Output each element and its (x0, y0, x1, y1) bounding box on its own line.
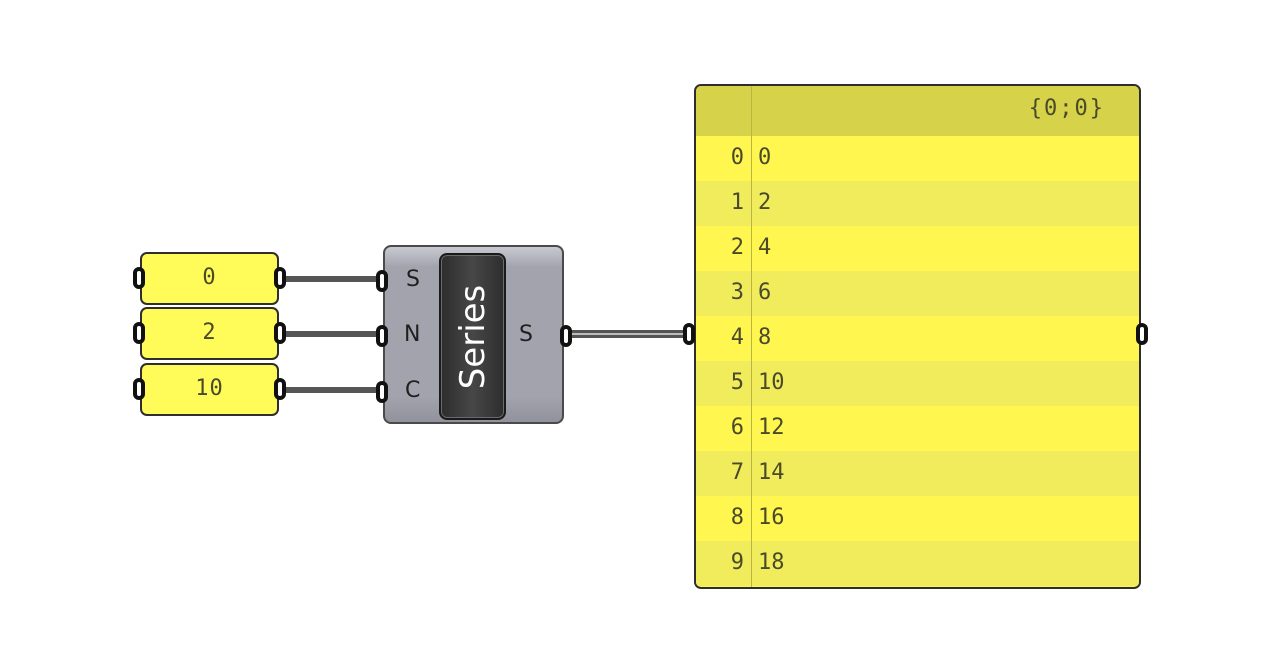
list-item: 4 8 (696, 316, 1139, 361)
output-grip[interactable] (274, 267, 286, 289)
output-grip[interactable] (274, 378, 286, 400)
panel-value: 2 (202, 320, 217, 345)
series-component[interactable]: S N C Series S (376, 245, 572, 424)
row-index: 3 (730, 280, 744, 305)
row-index: 9 (730, 550, 744, 575)
row-index: 7 (730, 460, 744, 485)
input-grip-step[interactable] (376, 325, 388, 347)
component-title-box: Series (439, 253, 506, 420)
list-item: 7 14 (696, 451, 1139, 496)
index-divider (751, 86, 752, 587)
row-index: 5 (730, 370, 744, 395)
input-grip-start[interactable] (376, 270, 388, 292)
number-panel-step[interactable]: 2 (133, 307, 286, 360)
list-item: 6 12 (696, 406, 1139, 451)
input-grip[interactable] (133, 322, 145, 344)
list-item: 1 2 (696, 181, 1139, 226)
port-label-step: N (404, 322, 421, 347)
row-value: 10 (758, 370, 785, 395)
panel-value: 10 (195, 376, 224, 401)
row-value: 4 (758, 235, 772, 260)
input-grip[interactable] (133, 267, 145, 289)
row-value: 2 (758, 190, 772, 215)
row-value: 12 (758, 415, 785, 440)
panel-output-grip[interactable] (1136, 323, 1148, 345)
list-item: 5 10 (696, 361, 1139, 406)
list-item: 0 0 (696, 136, 1139, 181)
output-grip[interactable] (274, 322, 286, 344)
input-grip-count[interactable] (376, 381, 388, 403)
branch-path: {0;0} (1028, 96, 1105, 121)
list-item: 8 16 (696, 496, 1139, 541)
panel-input-grip[interactable] (683, 323, 695, 345)
row-index: 2 (730, 235, 744, 260)
row-value: 8 (758, 325, 772, 350)
panel-value: 0 (202, 265, 217, 290)
list-item: 2 4 (696, 226, 1139, 271)
list-item: 3 6 (696, 271, 1139, 316)
port-label-output: S (519, 322, 533, 347)
output-grip-series[interactable] (560, 325, 572, 347)
input-grip[interactable] (133, 378, 145, 400)
output-panel[interactable]: {0;0} 0 0 1 2 2 4 3 6 4 8 (694, 84, 1141, 589)
component-title: Series (452, 284, 493, 389)
port-label-count: C (405, 378, 421, 403)
row-index: 6 (730, 415, 744, 440)
row-index: 4 (730, 325, 744, 350)
panel-header: {0;0} (696, 86, 1139, 136)
row-index: 0 (730, 145, 744, 170)
row-value: 6 (758, 280, 772, 305)
row-index: 8 (730, 505, 744, 530)
row-value: 18 (758, 550, 785, 575)
row-value: 14 (758, 460, 785, 485)
number-panel-start[interactable]: 0 (133, 252, 286, 305)
list-item: 9 18 (696, 541, 1139, 586)
port-label-start: S (406, 267, 420, 292)
row-value: 0 (758, 145, 772, 170)
number-panel-count[interactable]: 10 (133, 363, 286, 416)
row-index: 1 (730, 190, 744, 215)
row-value: 16 (758, 505, 785, 530)
